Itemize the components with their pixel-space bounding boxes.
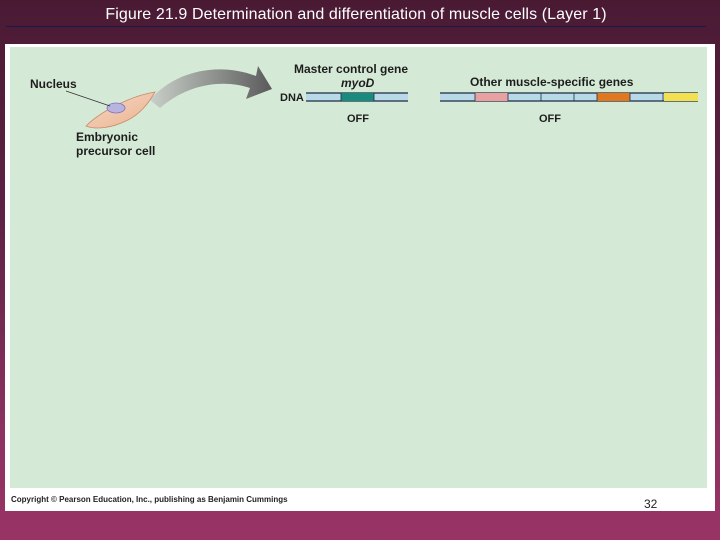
- curved-arrow: [150, 66, 272, 108]
- gene-block-orange: [597, 93, 630, 101]
- dna-segment-myod: [306, 93, 408, 101]
- page-number: 32: [644, 497, 657, 511]
- master-gene-name: myoD: [341, 76, 374, 90]
- myod-gene-block: [341, 93, 374, 101]
- dna-segment-other-genes: [440, 93, 698, 101]
- dna-label: DNA: [280, 91, 304, 105]
- copyright-notice: Copyright © Pearson Education, Inc., pub…: [11, 495, 288, 504]
- other-genes-state-label: OFF: [539, 112, 561, 126]
- other-genes-label: Other muscle-specific genes: [470, 75, 633, 89]
- nucleus-shape: [107, 103, 125, 113]
- cell-label-line2: precursor cell: [76, 144, 155, 158]
- myod-state-label: OFF: [347, 112, 369, 126]
- gene-block-yellow: [664, 93, 698, 101]
- nucleus-pointer-line: [66, 91, 110, 106]
- gene-block-pink: [475, 93, 508, 101]
- nucleus-label: Nucleus: [30, 77, 77, 91]
- cell-label-line1: Embryonic: [76, 130, 138, 144]
- master-gene-label: Master control gene: [294, 62, 408, 76]
